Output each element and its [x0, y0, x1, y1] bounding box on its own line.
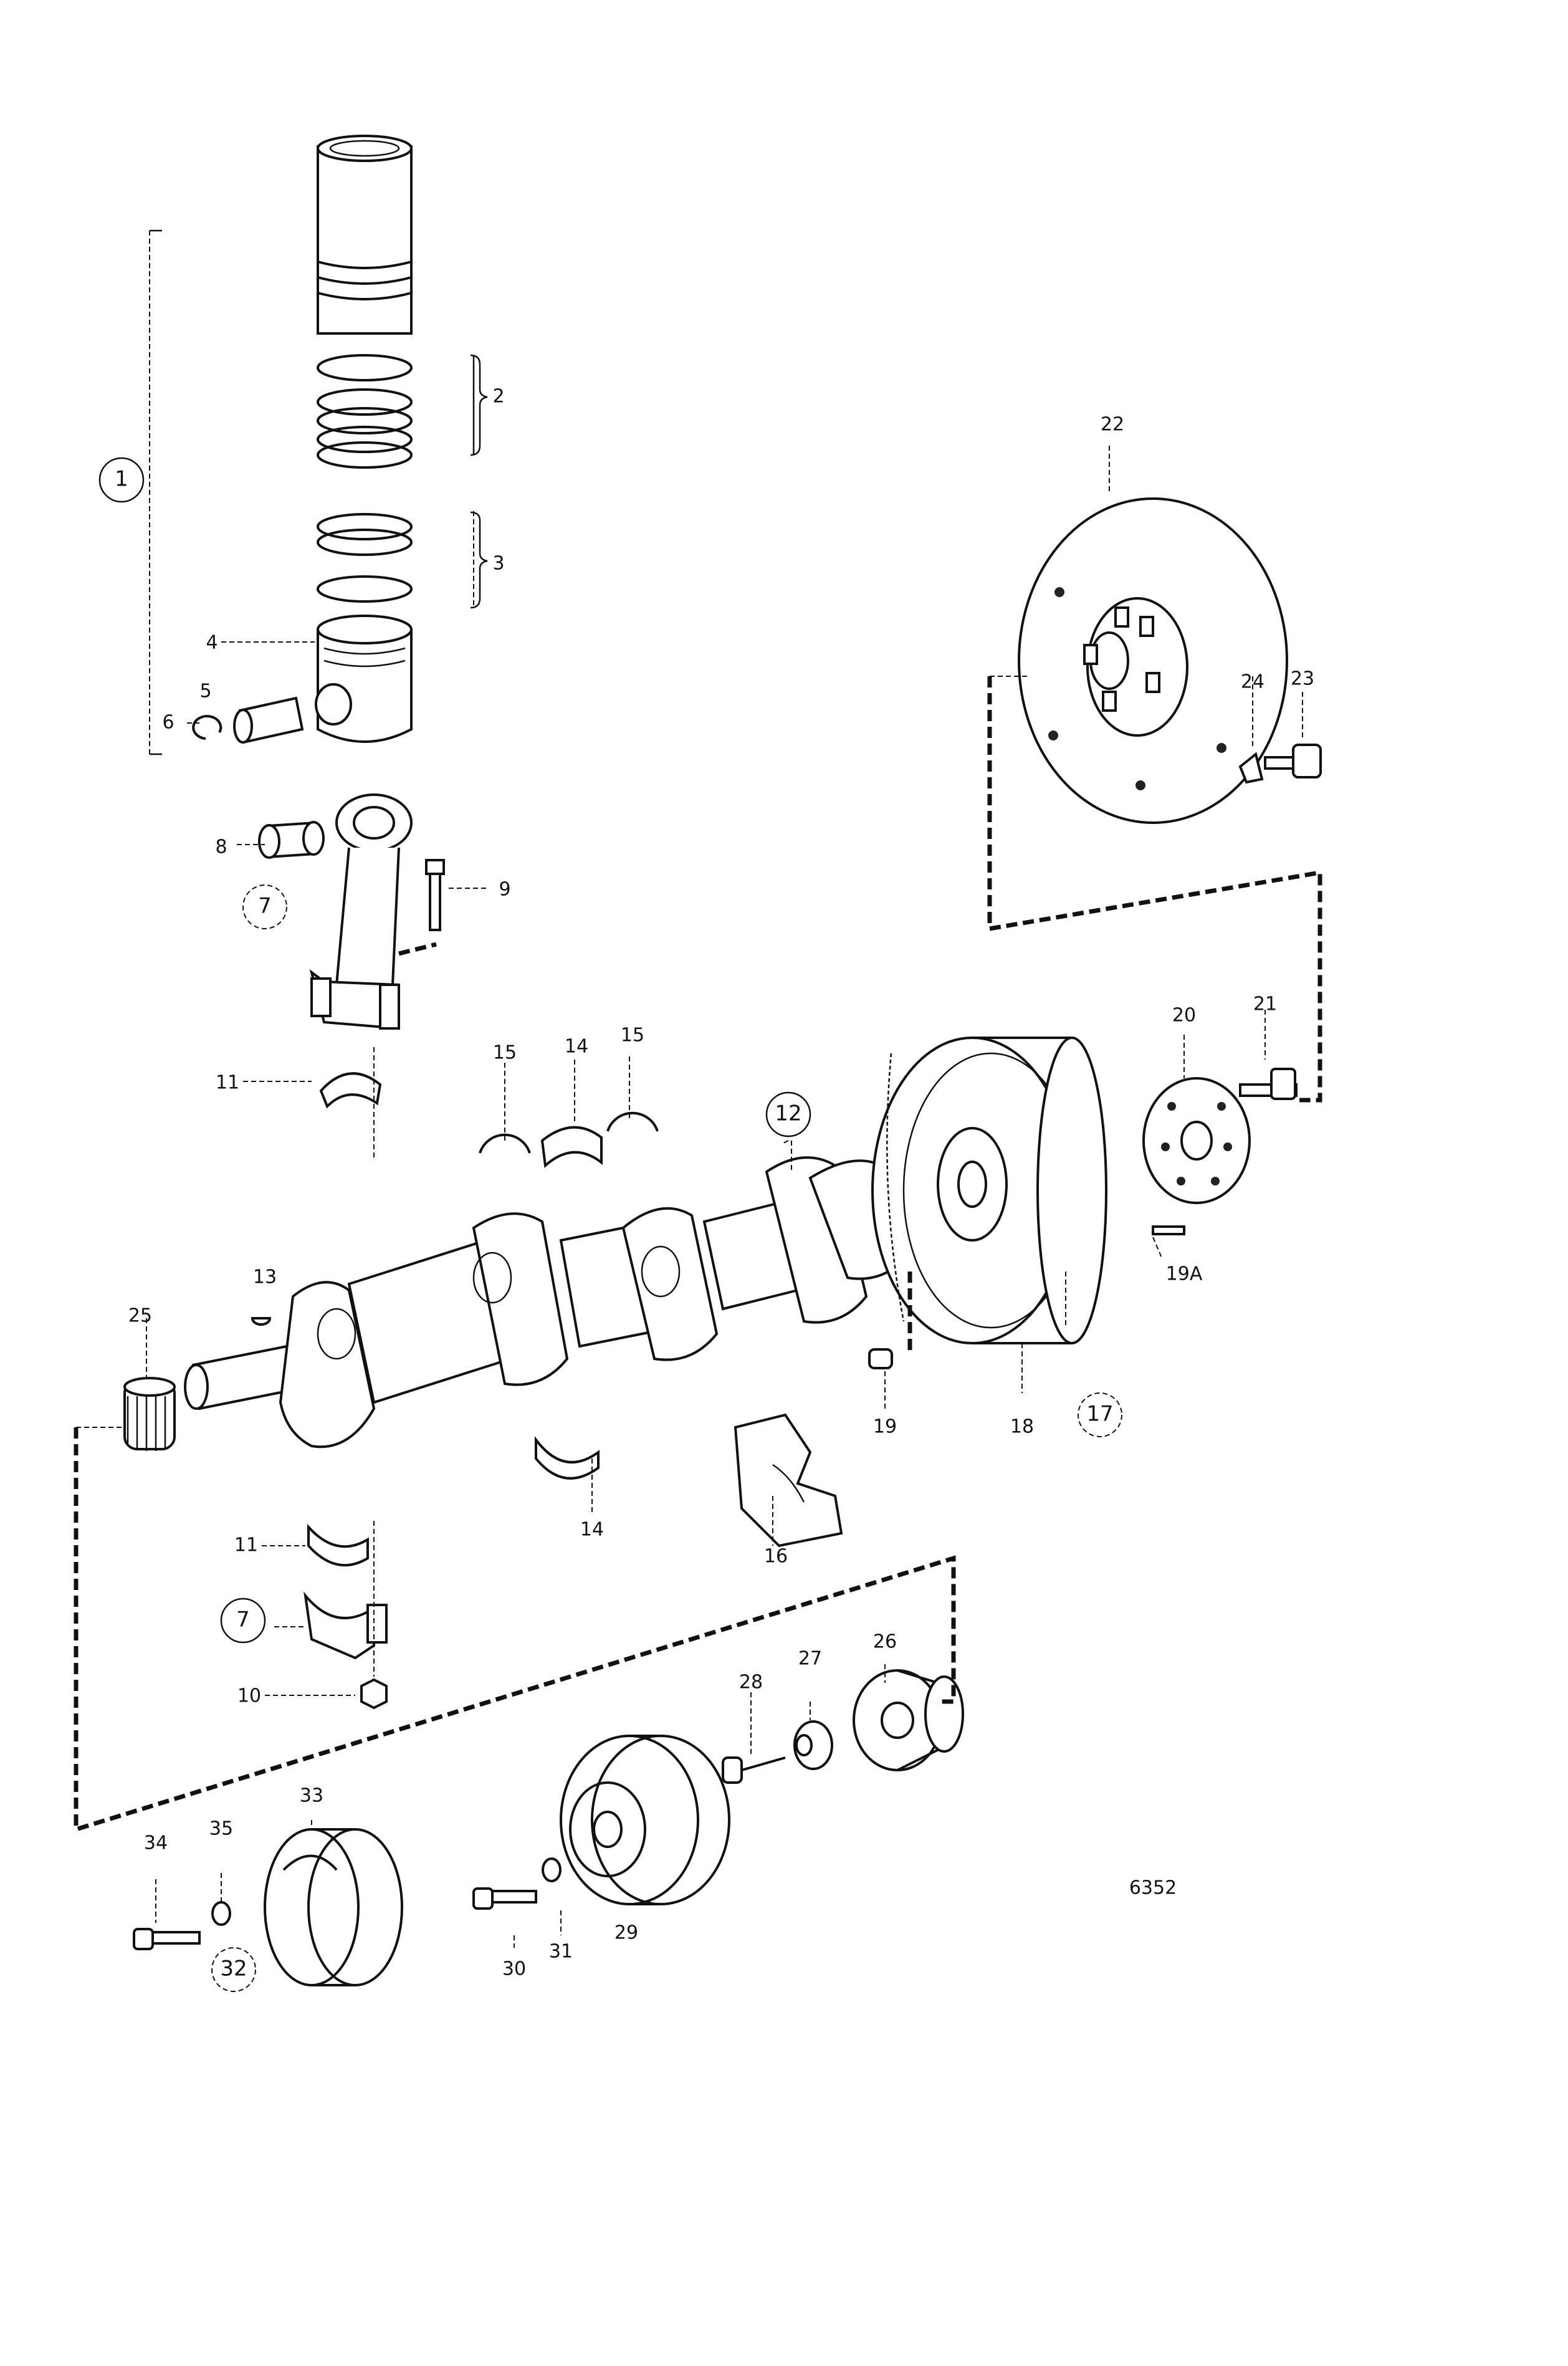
label-12: 12 [775, 1101, 801, 1126]
assembly-lines [74, 229, 1322, 1832]
dowel [868, 1348, 893, 1369]
cylinder-liner [317, 135, 413, 335]
label-16: 16 [764, 1546, 788, 1568]
label-33: 33 [300, 1785, 323, 1807]
label-4: 4 [206, 632, 218, 654]
label-17: 17 [1086, 1402, 1113, 1427]
main-bearing-lower [535, 1436, 600, 1480]
flex-plate [1018, 497, 1288, 824]
main-bearing-upper [540, 1126, 603, 1169]
label-15a: 15 [493, 1042, 517, 1064]
nut [360, 1678, 388, 1710]
bearing-shell-upper [319, 1072, 382, 1109]
oil-rings [317, 513, 413, 603]
label-22: 22 [1101, 414, 1124, 436]
crankshaft [184, 1156, 912, 1449]
label-26: 26 [873, 1631, 897, 1653]
leader-lines [146, 446, 1303, 1948]
label-15b: 15 [621, 1025, 644, 1046]
callout-circle-12 [765, 1091, 811, 1138]
piston-pin [233, 696, 304, 744]
small-end-bushing [258, 821, 325, 859]
label-14a: 14 [565, 1036, 588, 1058]
circlip [192, 715, 222, 740]
flex-plate-bolt [1264, 744, 1322, 778]
label-5: 5 [199, 681, 211, 702]
label-30: 30 [502, 1958, 526, 1980]
label-14b: 14 [580, 1519, 604, 1541]
main-bearing-cap [734, 1413, 843, 1548]
label-3: 3 [492, 553, 504, 575]
label-9: 9 [499, 879, 510, 901]
label-11b: 11 [234, 1535, 258, 1556]
damper-bolt [133, 1928, 201, 1950]
thrust-washer-right [606, 1111, 659, 1132]
damper-washer [211, 1901, 231, 1926]
bracket-braces [470, 354, 488, 609]
conrod-bolt [425, 859, 445, 931]
washer-plate [1142, 1077, 1251, 1204]
label-18: 18 [1010, 1416, 1034, 1438]
label-19A: 19A [1166, 1263, 1203, 1285]
spacer [793, 1720, 833, 1770]
callout-circle-32 [211, 1947, 256, 1992]
label-8: 8 [215, 836, 227, 858]
label-32: 32 [220, 1957, 247, 1981]
callout-circle-7a [242, 884, 287, 929]
label-23: 23 [1291, 668, 1314, 690]
conrod-cap [304, 1591, 388, 1660]
label-19: 19 [873, 1416, 897, 1438]
label-7b: 7 [236, 1607, 250, 1632]
label-10: 10 [237, 1685, 261, 1707]
label-28: 28 [739, 1672, 763, 1693]
thrust-washer-left [479, 1133, 531, 1154]
label-13: 13 [253, 1267, 277, 1288]
label-7a: 7 [258, 894, 272, 919]
callout-circle-7b [220, 1597, 266, 1644]
flex-plate-washer [1238, 752, 1264, 784]
callout-circle-1 [98, 457, 145, 503]
pulley-bolt [472, 1887, 537, 1910]
label-34: 34 [144, 1832, 168, 1854]
label-29: 29 [614, 1922, 638, 1944]
pulley [560, 1735, 730, 1905]
label-24: 24 [1241, 671, 1264, 693]
hub-key [722, 1756, 786, 1784]
label-31: 31 [549, 1941, 573, 1963]
pin [1152, 1225, 1185, 1235]
vibration-damper [264, 1828, 403, 1986]
label-25: 25 [128, 1305, 152, 1327]
flywheel-bolt [1239, 1068, 1298, 1100]
label-20: 20 [1172, 1005, 1196, 1027]
crankshaft-gear [123, 1377, 176, 1451]
woodruff-key [251, 1317, 272, 1326]
connecting-rod [309, 793, 413, 1030]
label-35: 35 [209, 1818, 233, 1840]
label-1: 1 [115, 467, 128, 492]
label-21: 21 [1253, 994, 1277, 1015]
piston [315, 615, 413, 743]
pulley-washer [542, 1857, 562, 1882]
label-2: 2 [492, 386, 504, 408]
label-6: 6 [162, 712, 174, 734]
hub [853, 1669, 964, 1771]
flywheel [871, 1037, 1107, 1344]
label-27: 27 [798, 1648, 822, 1670]
callout-circle-17 [1078, 1392, 1122, 1437]
bearing-shell-lower [307, 1523, 369, 1567]
compression-rings [317, 354, 413, 469]
label-11a: 11 [216, 1072, 239, 1094]
figure-number: 6352 [1129, 1877, 1177, 1899]
